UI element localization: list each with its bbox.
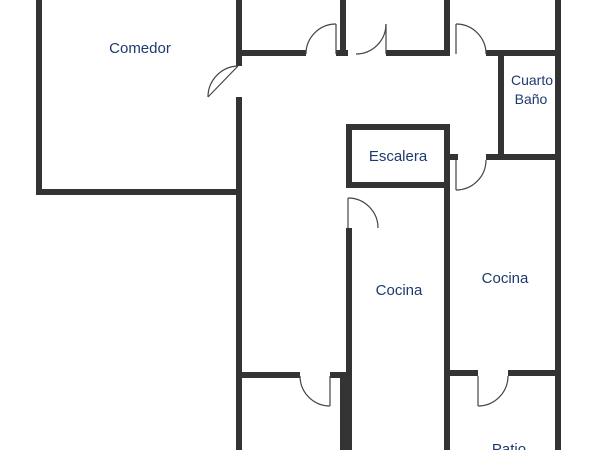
door-top-room-1 — [305, 23, 337, 55]
wall-cocina-right-bottom — [444, 370, 478, 376]
room-label-comedor: Comedor — [109, 40, 171, 57]
wall-escalera-bottom — [346, 182, 450, 188]
wall-escalera-right-stub — [444, 154, 458, 160]
wall-top-room-1-bottom — [236, 50, 306, 56]
room-label-cocina-center: Cocina — [376, 282, 423, 299]
wall-escalera-top — [346, 124, 450, 130]
wall-bano-bottom — [486, 154, 561, 160]
wall-comedor-bottom — [36, 189, 242, 195]
door-bano — [455, 159, 487, 191]
room-label-escalera: Escalera — [369, 148, 428, 165]
wall-cocina-center-right — [444, 188, 450, 450]
wall-top-room-2-right — [444, 0, 450, 56]
wall-lower-left-room-right — [340, 372, 346, 450]
door-patio — [477, 375, 509, 407]
wall-corridor-left-lower — [236, 97, 242, 450]
wall-corridor-left — [236, 0, 242, 66]
wall-top-room-1-right — [340, 0, 346, 56]
door-cocina-center — [347, 197, 379, 229]
wall-cocina-right-bottom-b — [508, 370, 561, 376]
door-lower-left-room — [299, 375, 331, 407]
room-label-cocina-right: Cocina — [482, 270, 529, 287]
wall-lower-left-room-top — [236, 372, 300, 378]
room-label-patio: Patio — [492, 441, 526, 450]
wall-right-outer — [555, 0, 561, 450]
door-corridor-left — [207, 65, 239, 98]
room-label-bano: Baño — [515, 91, 548, 107]
wall-left-outer — [36, 0, 42, 195]
wall-top-room-1-bottom-b — [336, 50, 348, 56]
door-top-room-3 — [455, 23, 487, 55]
wall-bano-left — [498, 56, 504, 160]
wall-escalera-left — [346, 124, 352, 188]
wall-top-room-2-bottom — [386, 50, 450, 56]
room-label-cuarto: Cuarto — [511, 72, 553, 88]
wall-top-room-3-bottom — [486, 50, 561, 56]
door-top-room-2 — [355, 23, 387, 55]
wall-cocina-center-left — [346, 228, 352, 450]
